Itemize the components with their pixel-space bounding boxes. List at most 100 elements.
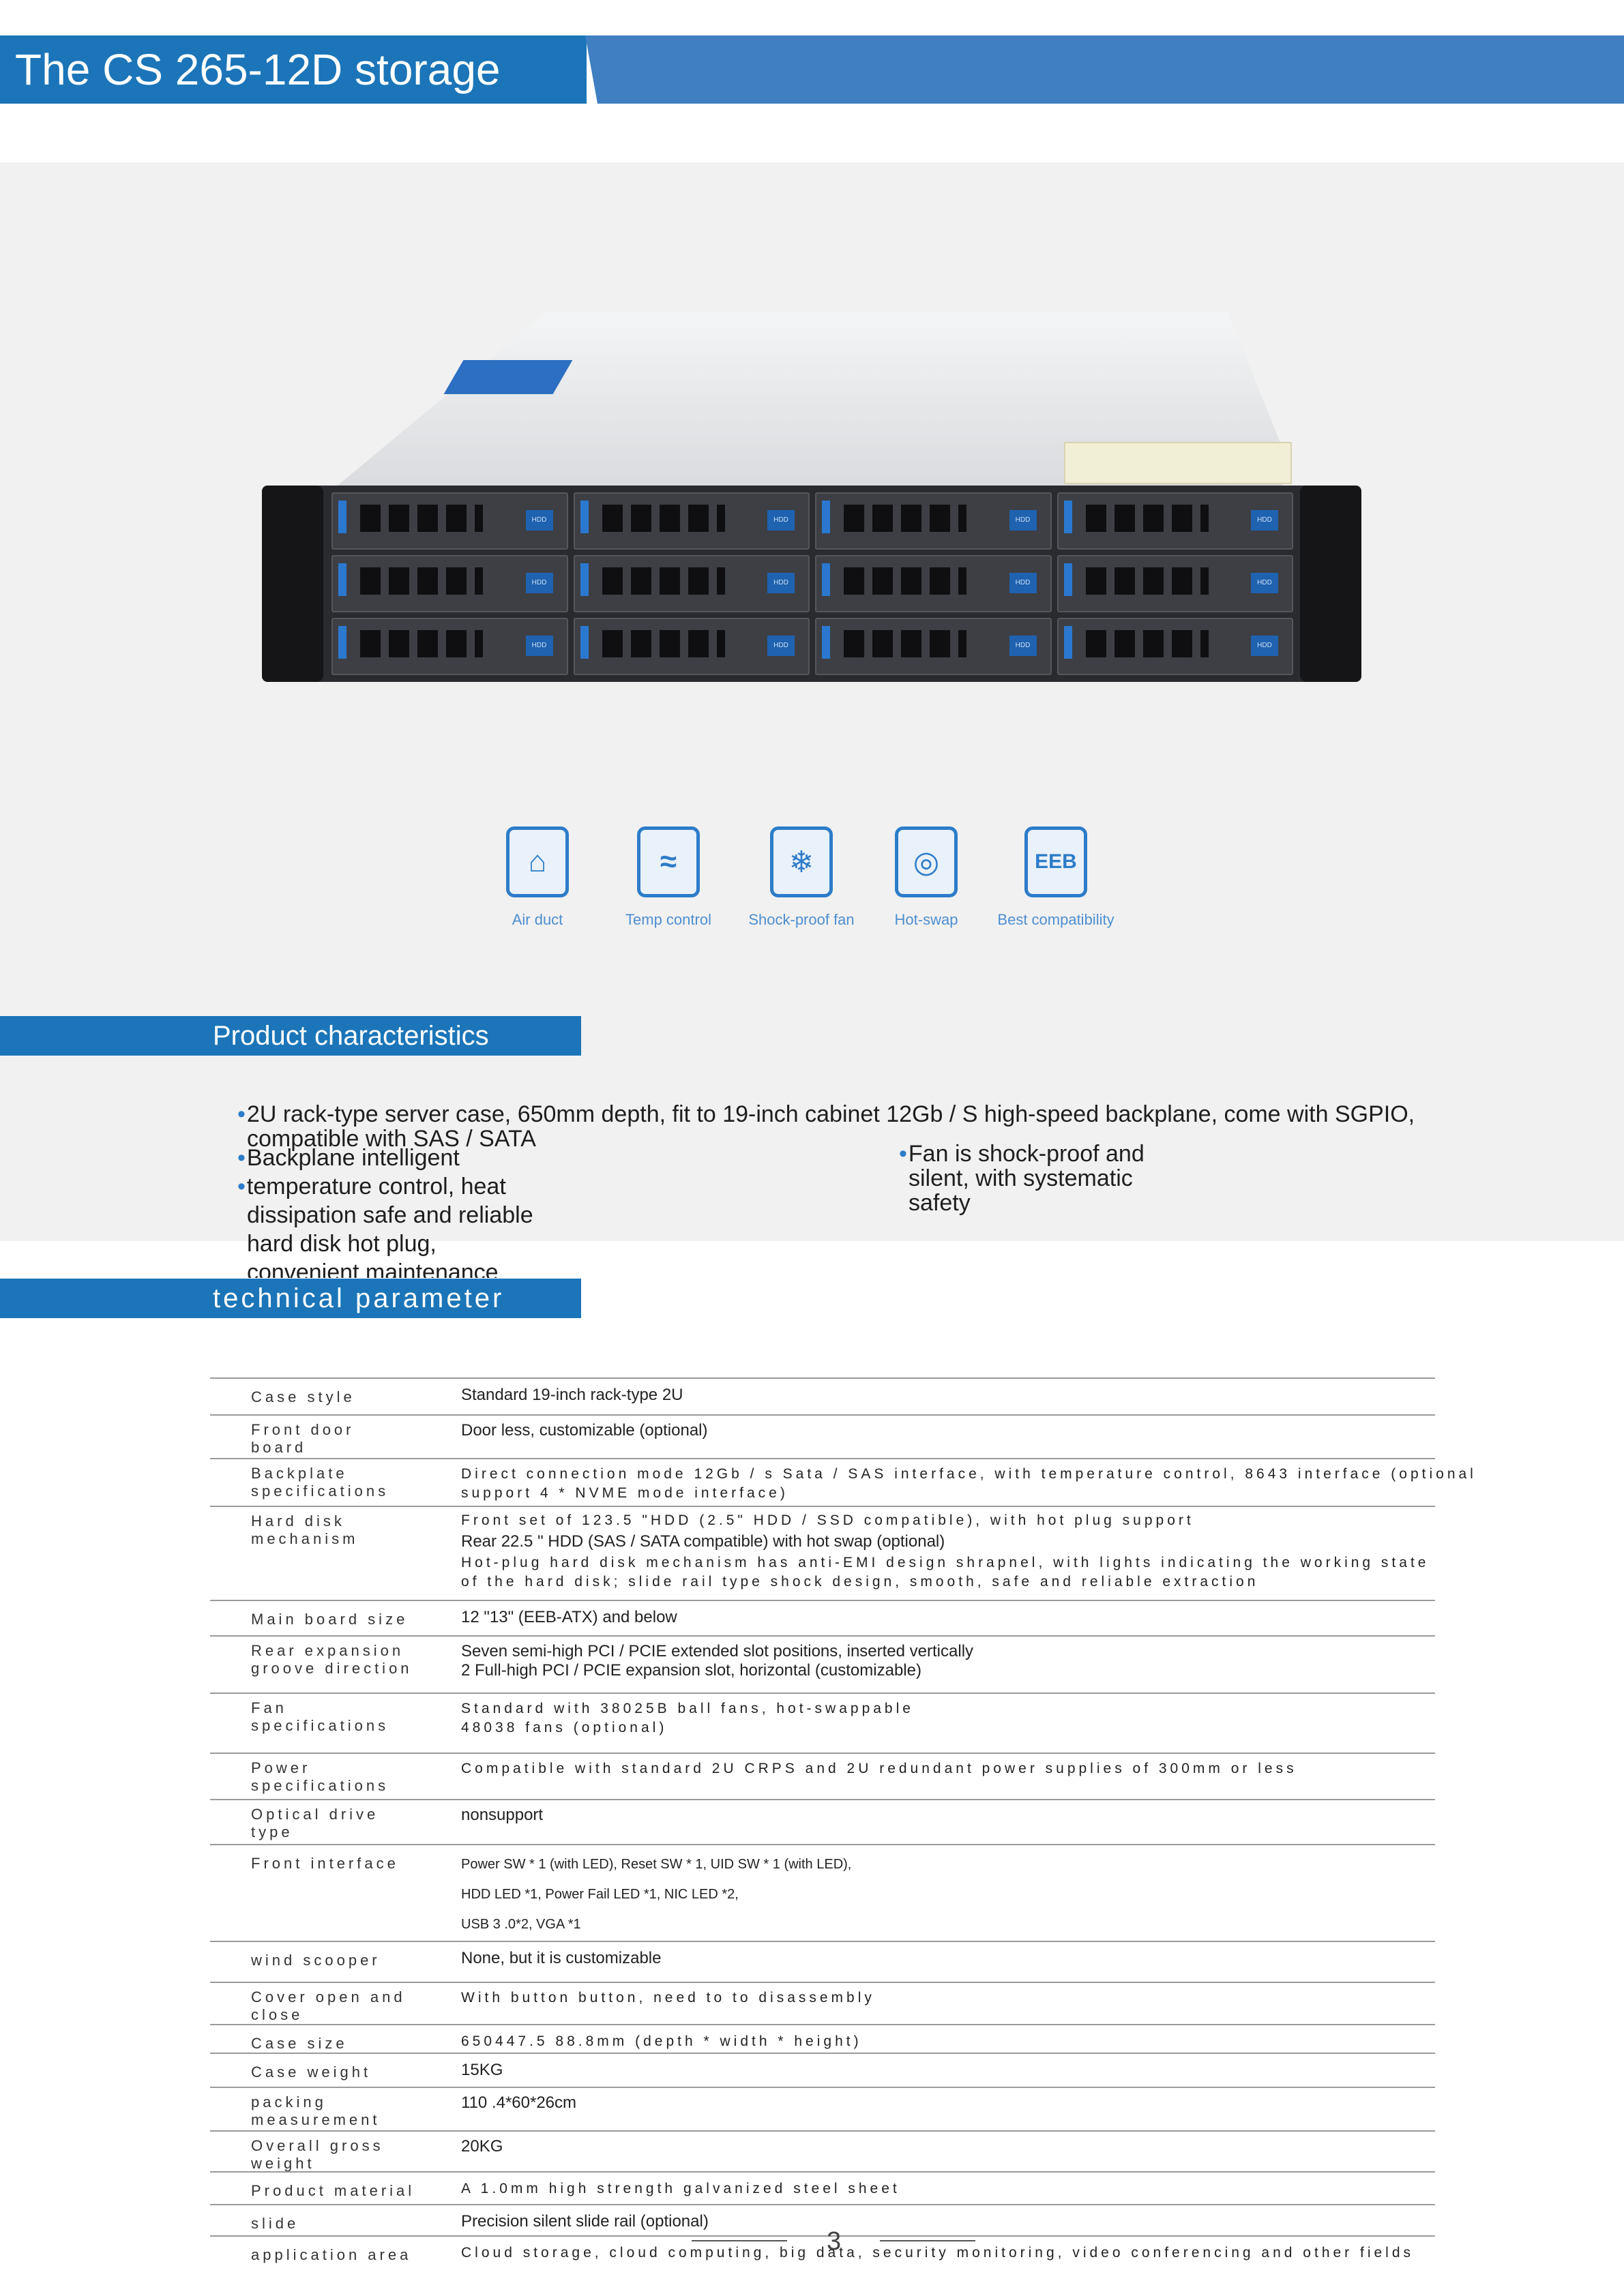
row-value: Cloud storage, cloud computing, big data… — [461, 2243, 1414, 2263]
hdd-tag: HDD — [525, 573, 553, 593]
row-value-line: of the hard disk; slide rail type shock … — [461, 1574, 1259, 1590]
drive-bay: HDD — [331, 555, 568, 612]
row-value-line: 12 "13" (EEB-ATX) and below — [461, 1608, 677, 1626]
characteristic-line: •temperature control, heat — [237, 1174, 506, 1199]
row-value-line: Hot-plug hard disk mechanism has anti-EM… — [461, 1555, 1430, 1570]
row-value-line: 110 .4*60*26cm — [461, 2093, 577, 2112]
row-value-line: USB 3 .0*2, VGA *1 — [461, 1917, 581, 1932]
characteristic-line: safety — [909, 1190, 971, 1216]
row-label-line: Case size — [251, 2035, 348, 2052]
title-banner-decoration — [585, 35, 1624, 104]
table-row: wind scooper None, but it is customizable — [210, 1941, 1435, 1983]
row-value-line: nonsupport — [461, 1806, 544, 1824]
row-value: Seven semi-high PCI / PCIE extended slot… — [461, 1642, 973, 1680]
drive-bay: HDD — [573, 618, 810, 675]
feature-label: Hot-swap — [894, 911, 958, 928]
hdd-tag: HDD — [525, 636, 553, 656]
row-value: 110 .4*60*26cm — [461, 2093, 576, 2113]
row-value: 20KG — [461, 2137, 503, 2156]
row-label: Main board size — [251, 1611, 408, 1628]
row-value-line: Front set of 123.5 "HDD (2.5" HDD / SSD … — [461, 1512, 1194, 1528]
row-value-line: A 1.0mm high strength galvanized steel s… — [461, 2181, 900, 2196]
row-label-line: specifications — [251, 1482, 389, 1500]
feature-2: ❄Shock-proof fan — [733, 826, 870, 929]
feature-3: ◎ Hot-swap — [858, 826, 994, 929]
row-value-line: Standard 19-inch rack-type 2U — [461, 1386, 683, 1404]
air-duct-icon: ⌂ — [506, 826, 569, 897]
row-label-line: Main board size — [251, 1611, 409, 1628]
characteristic-line: •2U rack-type server case, 650mm depth, … — [237, 1101, 1415, 1127]
row-value: Standard with 38025B ball fans, hot-swap… — [461, 1699, 914, 1738]
drive-bay: HDD — [331, 492, 568, 550]
hard-disk-icon: ◎ — [895, 826, 958, 897]
drive-bay: HDD — [815, 555, 1052, 612]
characteristic-line: •Backplane intelligent — [237, 1145, 460, 1171]
row-value-line: None, but it is customizable — [461, 1949, 662, 1967]
row-label-line: type — [251, 1823, 293, 1840]
row-value: Standard 19-inch rack-type 2U — [461, 1386, 683, 1405]
row-value-line: Precision silent slide rail (optional) — [461, 2212, 709, 2231]
hdd-tag: HDD — [1009, 636, 1037, 656]
characteristic-line: dissipation safe and reliable — [247, 1202, 533, 1228]
feature-label: Shock-proof fan — [748, 911, 855, 928]
drive-bay: HDD — [331, 618, 568, 675]
section-product-characteristics: Product characteristics — [0, 1016, 581, 1056]
server-left-ear — [262, 486, 323, 682]
row-label-line: Optical drive — [251, 1806, 379, 1823]
row-label: slide — [251, 2215, 299, 2233]
row-value: A 1.0mm high strength galvanized steel s… — [461, 2179, 900, 2198]
row-value-line: With button button, need to to disassemb… — [461, 1990, 875, 2006]
row-value: Front set of 123.5 "HDD (2.5" HDD / SSD … — [461, 1511, 1429, 1592]
page-title: The CS 265-12D storage — [0, 35, 587, 104]
row-label-line: Power — [251, 1759, 311, 1776]
row-value-line: Direct connection mode 12Gb / s Sata / S… — [461, 1466, 1477, 1482]
row-value: Power SW * 1 (with LED), Reset SW * 1, U… — [461, 1849, 851, 1939]
row-value: 12 "13" (EEB-ATX) and below — [461, 1608, 677, 1627]
row-value: Door less, customizable (optional) — [461, 1421, 708, 1440]
row-label-line: close — [251, 2006, 304, 2023]
row-value-line: Power SW * 1 (with LED), Reset SW * 1, U… — [461, 1857, 852, 1872]
row-value-line: Standard with 38025B ball fans, hot-swap… — [461, 1701, 914, 1716]
row-value-line: Rear 22.5 " HDD (SAS / SATA compatible) … — [461, 1532, 945, 1551]
feature-0: ⌂ Air duct — [469, 826, 606, 929]
row-value-line: 2 Full-high PCI / PCIE expansion slot, h… — [461, 1661, 921, 1680]
row-value-line: Compatible with standard 2U CRPS and 2U … — [461, 1761, 1297, 1776]
footer-rule-right — [880, 2240, 975, 2241]
drive-bay: HDD — [1057, 555, 1293, 612]
feature-label: Temp control — [625, 911, 711, 928]
row-label-line: Hard disk — [251, 1512, 345, 1530]
bullet-icon: • — [899, 1141, 907, 1167]
row-label-line: Front door — [251, 1421, 355, 1438]
drive-bay: HDD — [573, 492, 810, 550]
hdd-tag: HDD — [1009, 573, 1037, 593]
row-value: nonsupport — [461, 1806, 543, 1825]
row-label-line: Front interface — [251, 1855, 399, 1872]
row-label: Front interface — [251, 1855, 399, 1873]
row-label-line: wind scooper — [251, 1952, 381, 1969]
row-label-line: slide — [251, 2215, 299, 2232]
row-label-line: mechanism — [251, 1530, 359, 1547]
row-value-line: 15KG — [461, 2061, 503, 2079]
bullet-icon: • — [237, 1101, 246, 1127]
drive-bay: HDD — [815, 492, 1052, 550]
hdd-tag: HDD — [767, 636, 795, 656]
row-value-line: Cloud storage, cloud computing, big data… — [461, 2245, 1415, 2261]
feature-label: Air duct — [512, 911, 563, 928]
